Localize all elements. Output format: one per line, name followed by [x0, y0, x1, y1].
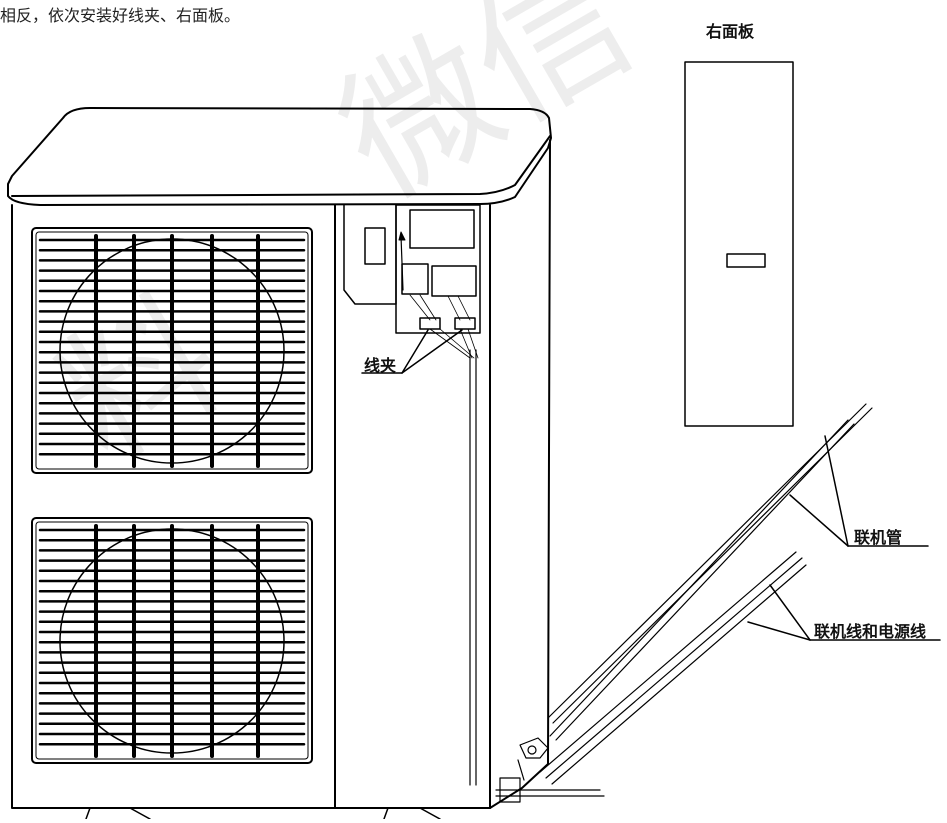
wire-clip-2: [454, 317, 476, 330]
lower-fan-grille: [31, 517, 313, 764]
connecting-power-cable-label: 联机线和电源线: [814, 622, 927, 641]
connecting-pipe-label: 联机管: [854, 528, 903, 547]
connecting-pipes: [547, 403, 873, 741]
instruction-text: 相反，依次安装好线夹、右面板。: [0, 6, 241, 25]
unit-top-cover: [7, 107, 552, 206]
control-box: [395, 204, 481, 334]
unit-side: [489, 139, 551, 809]
unit-body: [11, 204, 491, 809]
unit-foot-left: [85, 807, 151, 820]
unit-top-cover-edge: [11, 135, 551, 197]
connecting-cables: [495, 551, 807, 797]
stop-valves: [499, 737, 549, 803]
upper-fan-grille: [31, 227, 313, 474]
right-panel-handle: [726, 253, 766, 268]
unit-foot-right: [383, 807, 441, 820]
wire-clip-label: 线夹: [364, 356, 397, 375]
right-panel: [684, 61, 794, 427]
right-panel-label: 右面板: [706, 22, 755, 41]
